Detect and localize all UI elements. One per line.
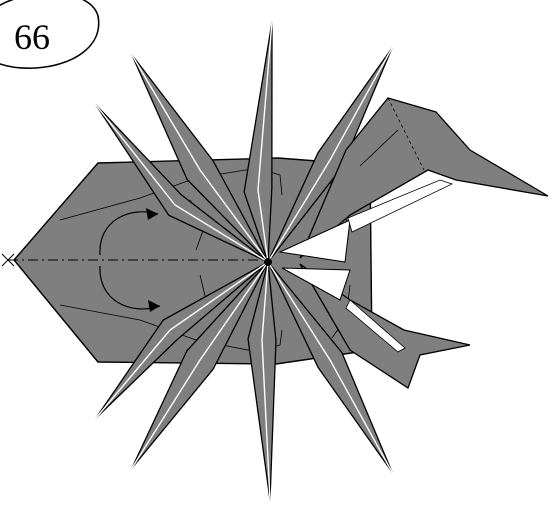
step-number-badge: 66: [0, 0, 99, 68]
center-joint: [264, 258, 272, 266]
step-number: 66: [14, 17, 50, 57]
